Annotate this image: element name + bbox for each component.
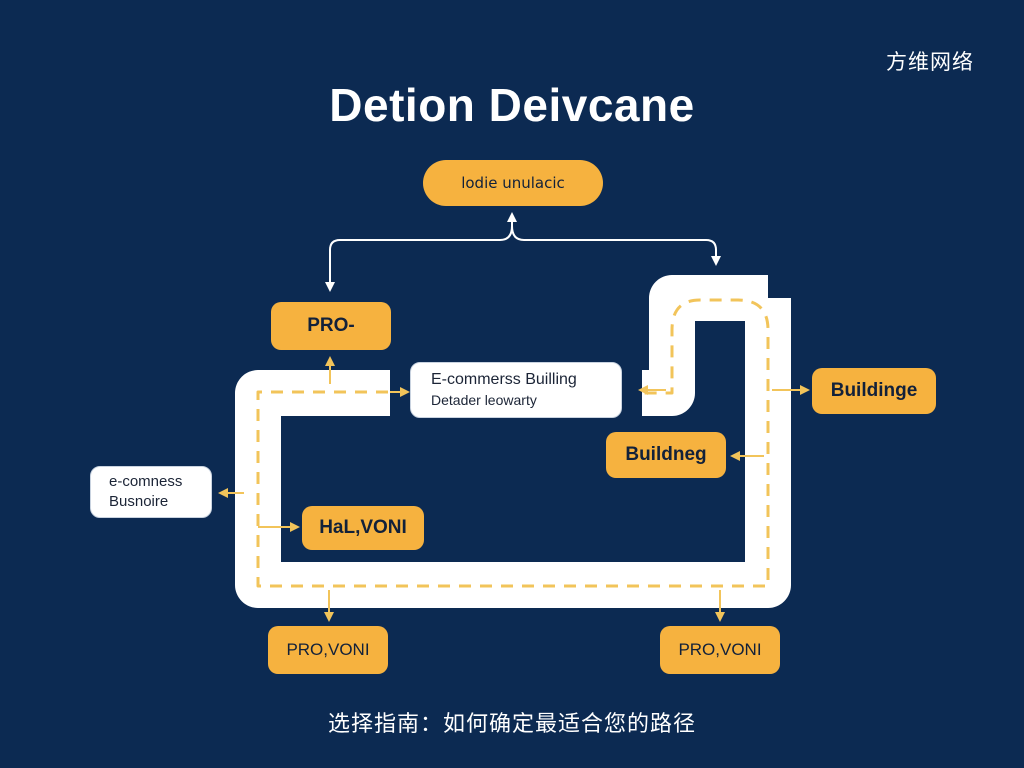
track-right-hook xyxy=(642,275,768,416)
node-center-box: E-commerss Builling Detader leowarty xyxy=(410,362,622,418)
diagram-caption: 选择指南：如何确定最适合您的路径 xyxy=(327,712,696,737)
node-buildinge-label: Buildinge xyxy=(830,380,918,401)
node-center-box-line2: Detader leowarty xyxy=(431,392,537,408)
node-buildneg: Buildneg xyxy=(606,432,726,478)
connector-top xyxy=(329,212,517,290)
node-hal-voni-label: HaL,VONI xyxy=(319,517,407,538)
dashed-route xyxy=(256,298,770,588)
node-top: lodie unulacic xyxy=(423,160,603,206)
node-pro-top-left-label: PRO- xyxy=(307,315,355,336)
node-buildinge: Buildinge xyxy=(812,368,936,414)
node-pro-voni-right: PRO,VONI xyxy=(660,626,780,674)
node-buildneg-label: Buildneg xyxy=(625,444,707,465)
node-hal-voni: HaL,VONI xyxy=(302,506,424,550)
node-pro-voni-right-label: PRO,VONI xyxy=(678,640,762,659)
node-pro-voni-left: PRO,VONI xyxy=(268,626,388,674)
connector-top-right xyxy=(511,225,721,266)
node-left-box-line2: Busnoire xyxy=(109,493,169,510)
diagram-title: Detion Deivcane xyxy=(329,79,695,131)
node-center-box-line1: E-commerss Builling xyxy=(431,371,577,388)
node-left-box: e-comness Busnoire xyxy=(90,466,212,518)
node-top-label: lodie unulacic xyxy=(461,174,565,192)
node-pro-voni-left-label: PRO,VONI xyxy=(286,640,370,659)
node-pro-top-left: PRO- xyxy=(271,302,391,350)
brand-label: 方维网络 xyxy=(886,50,974,74)
node-left-box-line1: e-comness xyxy=(109,473,183,490)
